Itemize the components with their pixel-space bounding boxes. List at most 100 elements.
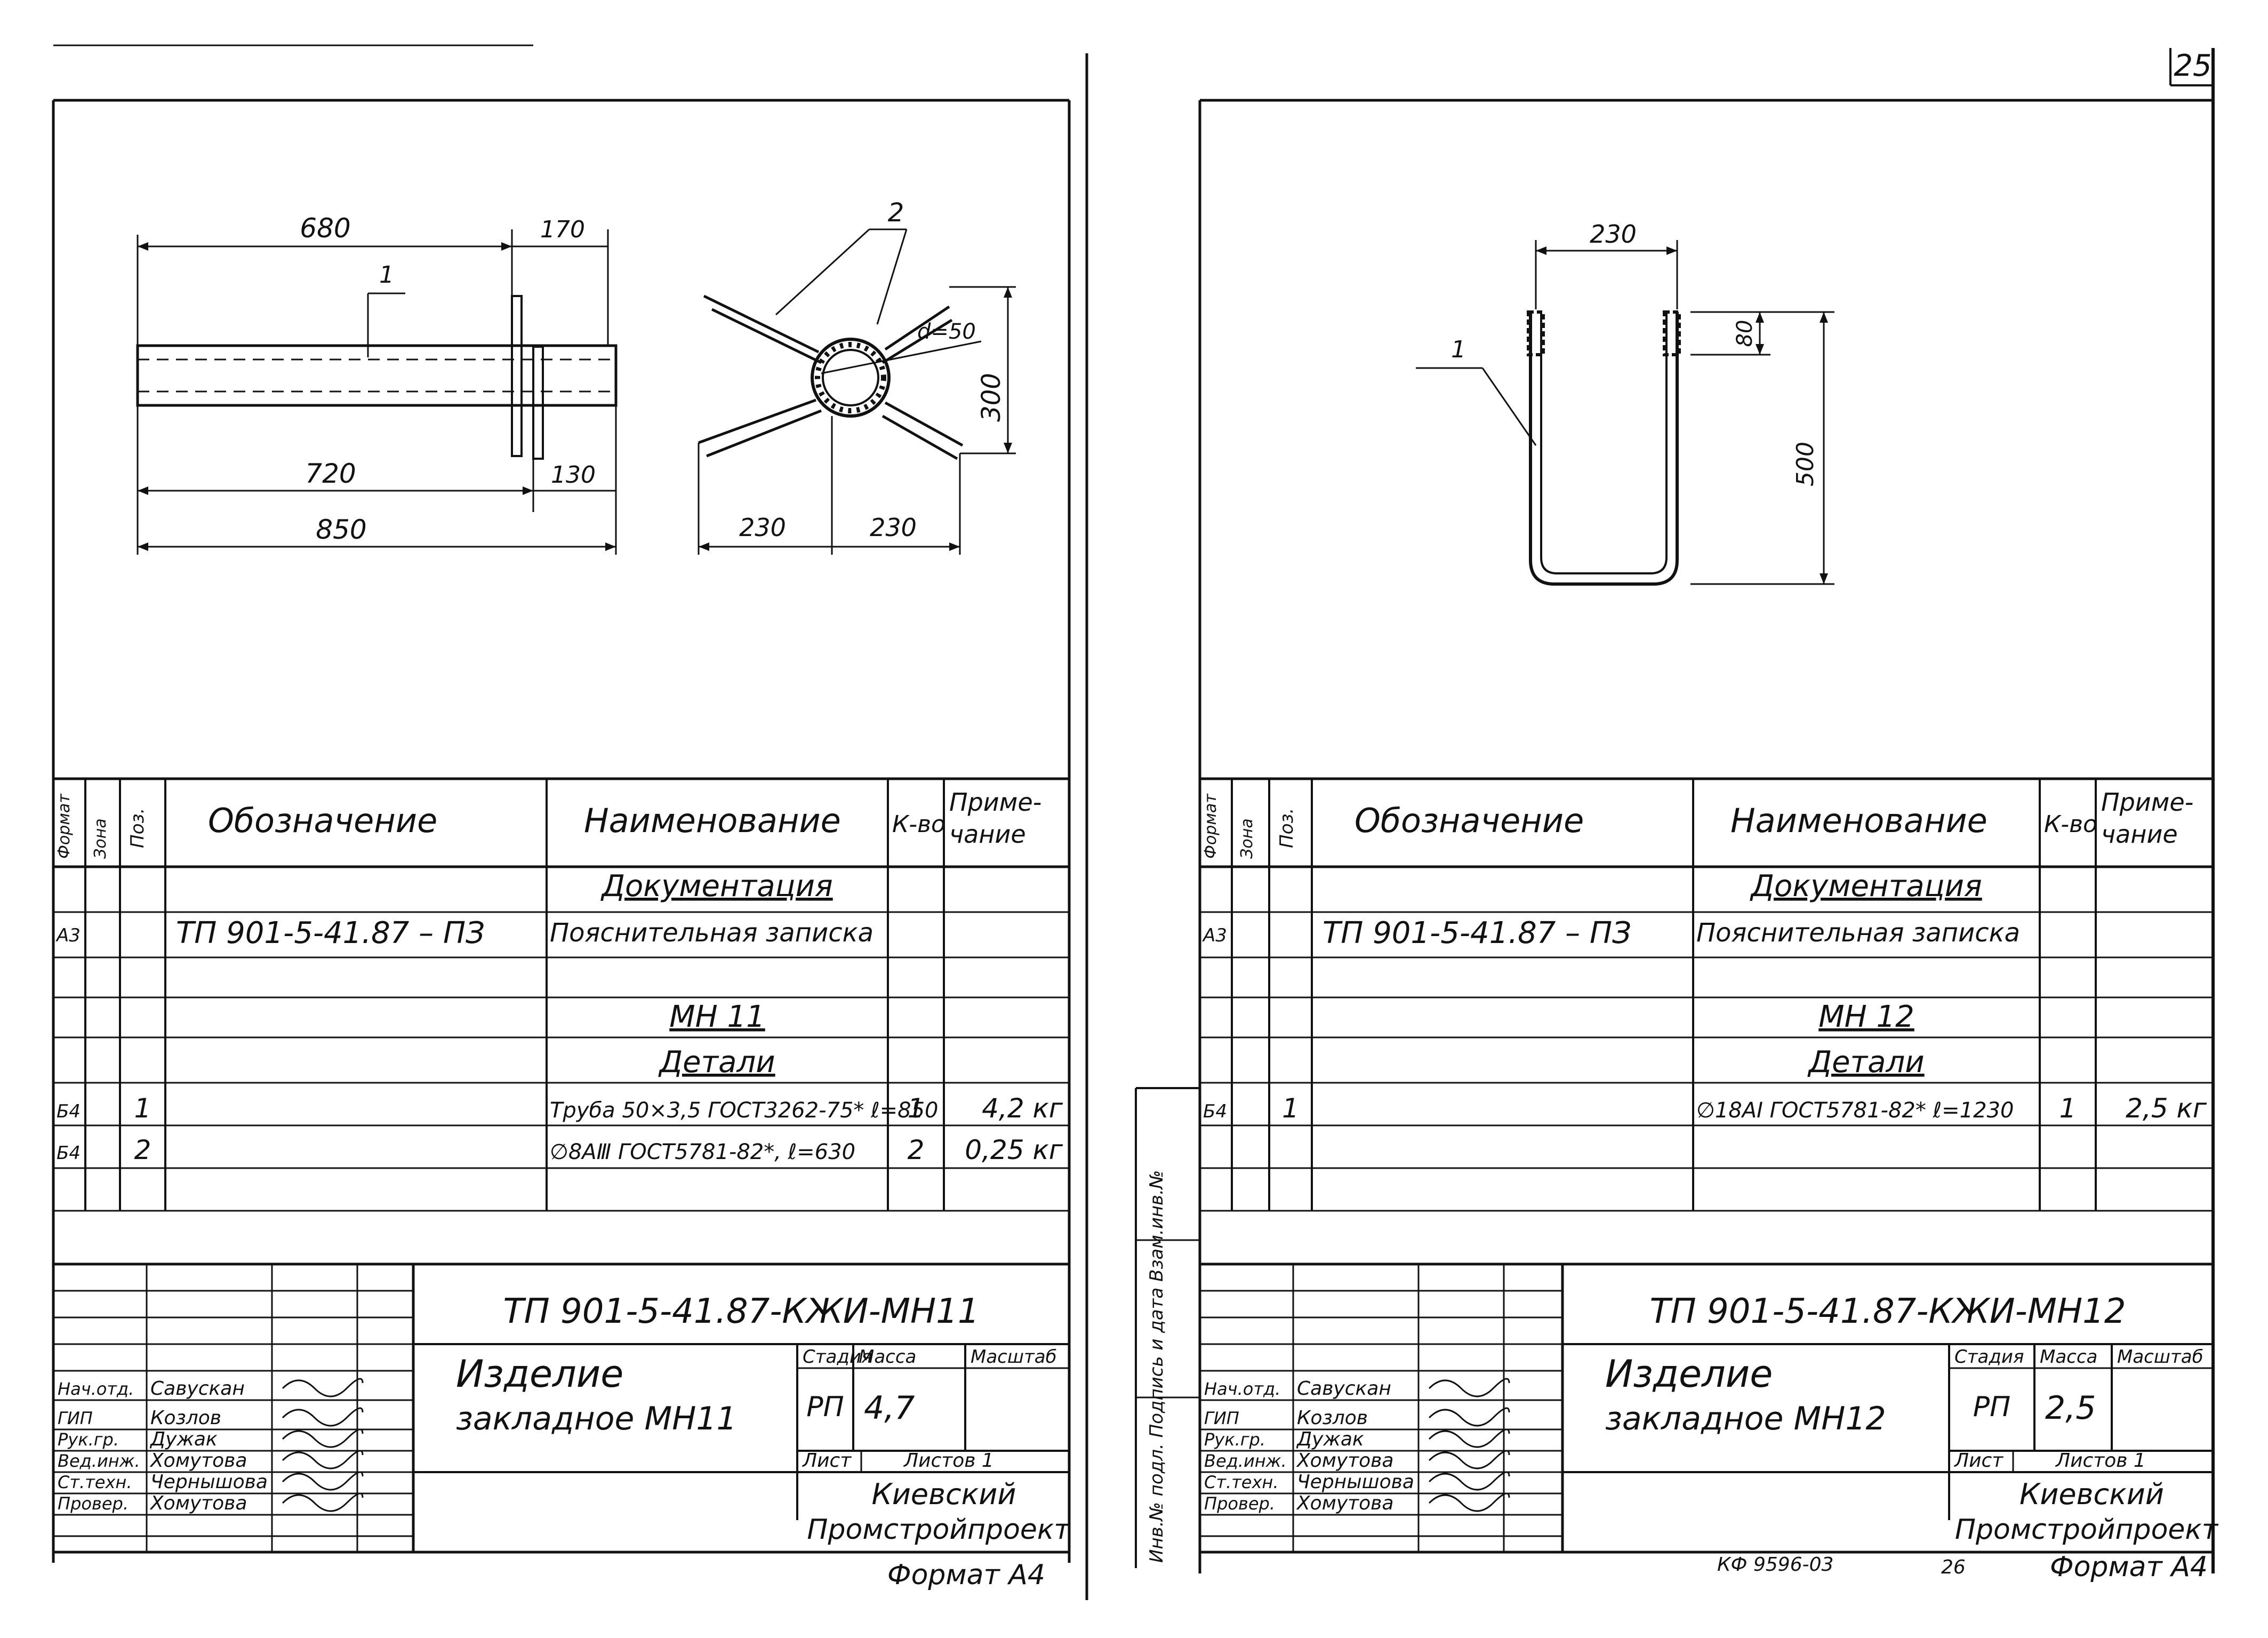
format-label-left: Формат А4 <box>887 1559 1045 1591</box>
product-title: Изделие <box>456 1352 623 1396</box>
sheets-label: Листов 1 <box>903 1450 994 1472</box>
staff-name: Хомутова <box>1296 1450 1393 1472</box>
organization: Промстройпроект <box>807 1514 1071 1546</box>
staff-role: Ст.техн. <box>58 1472 132 1492</box>
spec-row-note: 0,25 кг <box>965 1134 1063 1165</box>
spec-doc-name: Пояснительная записка <box>1696 918 2020 948</box>
rod-vertical <box>511 295 523 457</box>
product-title: закладное МН12 <box>1605 1400 1886 1437</box>
spec-row-note: 2,5 кг <box>2126 1093 2207 1124</box>
spec-row-format: Б4 <box>57 1142 81 1164</box>
header-designation: Обозначение <box>208 801 437 840</box>
mass-value: 2,5 <box>2045 1389 2096 1427</box>
dimension-arrow <box>1004 287 1012 298</box>
staff-role: Рук.гр. <box>58 1429 119 1450</box>
dimension-arrow <box>138 242 148 251</box>
pipe-section-inner <box>822 349 879 406</box>
bar-rod <box>881 318 953 364</box>
spec-row-format: Б4 <box>57 1101 81 1122</box>
header-pos: Поз. <box>127 808 148 848</box>
header-zone: Зона <box>1238 818 1256 859</box>
staff-role: Ст.техн. <box>1204 1472 1279 1492</box>
spec-doc-name: Пояснительная записка <box>550 918 873 948</box>
dimension-arrow <box>138 486 148 495</box>
spec-row-pos: 1 <box>134 1093 151 1124</box>
staff-name: Хомутова <box>149 1450 247 1472</box>
header-format: Формат <box>55 793 74 859</box>
u-bar-inner <box>1540 312 1668 574</box>
staff-name: Хомутова <box>149 1492 247 1514</box>
spec-item-mark: МН 12 <box>1818 1000 1914 1034</box>
organization: Промстройпроект <box>1955 1514 2219 1546</box>
staff-name: Козлов <box>1297 1407 1368 1429</box>
signature-mark <box>282 1450 364 1469</box>
header-pos: Поз. <box>1276 808 1297 848</box>
weld-ring <box>815 342 886 413</box>
dimension-arrow <box>1756 312 1764 323</box>
stage-label: Стадия <box>1954 1346 2024 1368</box>
sheet-label: Лист <box>802 1450 852 1472</box>
signature-mark <box>282 1471 364 1491</box>
dimension-label: 230 <box>870 513 917 542</box>
sheet-label: Лист <box>1953 1450 2003 1472</box>
dimension-arrow <box>1666 246 1677 255</box>
dimension-label: 850 <box>316 514 366 545</box>
dimension-label: 300 <box>976 373 1006 422</box>
staff-name: Чернышова <box>150 1471 268 1493</box>
position-label: 2 <box>888 198 904 228</box>
header-qty: К-во <box>892 811 945 838</box>
sheet-frames <box>52 44 2215 1600</box>
dimension-label: 130 <box>551 461 596 489</box>
format-label-right: Формат А4 <box>2050 1551 2208 1583</box>
spec-section-docs: Документация <box>600 869 832 904</box>
signature-mark <box>1428 1471 1510 1491</box>
dimension-arrow <box>1820 312 1828 323</box>
dimension-label: 170 <box>540 216 585 243</box>
mass-value: 4,7 <box>864 1389 915 1427</box>
leader-line <box>1481 367 1537 446</box>
spec-row-name: Труба 50×3,5 ГОСТ3262-75* ℓ=850 <box>550 1098 939 1123</box>
staff-name: Козлов <box>150 1407 221 1429</box>
scale-label: Масштаб <box>971 1346 1057 1368</box>
spec-item-mark: МН 11 <box>669 1000 765 1034</box>
staff-name: Савускан <box>150 1378 245 1400</box>
dimension-label: 80 <box>1733 320 1757 347</box>
bar-rod <box>884 305 950 351</box>
mass-label: Масса <box>859 1346 916 1368</box>
thread-end <box>1663 310 1681 356</box>
dimension-label: 230 <box>739 513 786 542</box>
dimension-arrow <box>1756 344 1764 355</box>
scale-label: Масштаб <box>2117 1346 2203 1368</box>
header-zone: Зона <box>91 818 110 859</box>
spec-section-details: Детали <box>658 1045 775 1080</box>
position-label: 1 <box>1451 336 1466 363</box>
signature-mark <box>1428 1428 1510 1448</box>
title-block-code: ТП 901-5-41.87-КЖИ-МН11 <box>503 1292 979 1331</box>
rod-vertical <box>532 346 544 460</box>
dimension-arrow <box>949 542 960 551</box>
bottom-code: КФ 9596-03 <box>1717 1554 1833 1576</box>
header-name: Наименование <box>1730 801 1987 840</box>
dimension-label: 230 <box>1590 220 1637 249</box>
dimension-label: 680 <box>300 213 350 244</box>
dimension-arrow <box>1536 246 1546 255</box>
leader-line <box>821 340 982 374</box>
product-title: Изделие <box>1605 1352 1773 1396</box>
signature-mark <box>1428 1378 1510 1397</box>
thread-end <box>1527 310 1545 356</box>
signature-mark <box>1428 1492 1510 1512</box>
staff-role: Нач.отд. <box>1204 1379 1280 1399</box>
staff-role: ГИП <box>58 1408 93 1428</box>
spec-section-details: Детали <box>1807 1045 1924 1080</box>
staff-role: Вед.инж. <box>1204 1451 1287 1471</box>
signature-mark <box>1428 1407 1510 1427</box>
signature-mark <box>1428 1450 1510 1469</box>
mass-label: Масса <box>2040 1346 2097 1368</box>
header-name: Наименование <box>584 801 841 840</box>
pipe-section-outer <box>811 338 891 418</box>
spec-row-qty: 1 <box>908 1093 925 1124</box>
position-label: 1 <box>379 261 394 289</box>
header-note: Приме- <box>2101 788 2193 817</box>
leader-line <box>775 228 870 316</box>
